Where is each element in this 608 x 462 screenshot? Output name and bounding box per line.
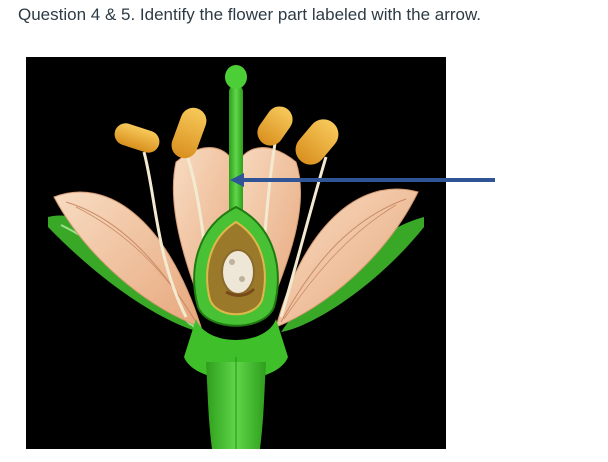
left-petal — [53, 191, 202, 328]
flower-model-image — [26, 57, 446, 449]
anther-4 — [295, 119, 339, 165]
filament-4 — [279, 156, 328, 318]
ovule — [221, 249, 255, 295]
question-text: Question 4 & 5. Identify the flower part… — [18, 5, 482, 24]
style — [229, 85, 243, 245]
anther-1 — [114, 123, 160, 153]
anther-2 — [171, 107, 207, 159]
filament-1 — [142, 151, 188, 318]
stigma — [225, 65, 247, 89]
anther-3 — [257, 106, 293, 146]
flower-illustration — [48, 65, 424, 449]
